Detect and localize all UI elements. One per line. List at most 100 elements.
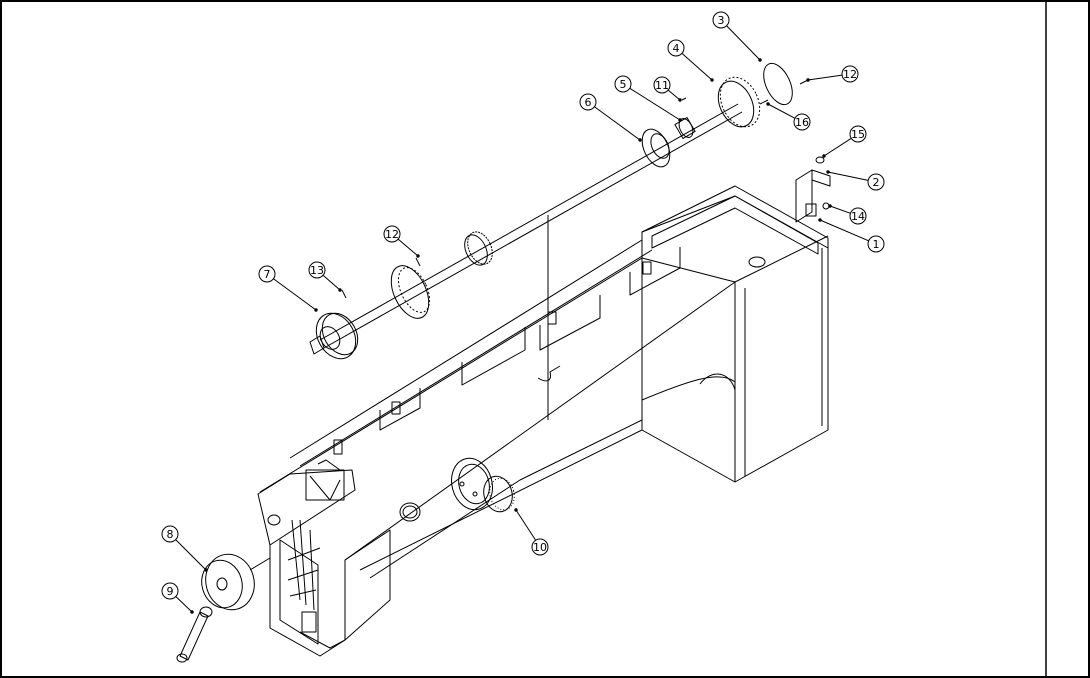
bracket-plate	[795, 169, 813, 223]
callout-leader-tip	[758, 58, 762, 62]
main-shaft-assembly	[309, 62, 809, 420]
eccentric-hole	[216, 577, 228, 591]
callout-leader	[667, 89, 681, 101]
callout-label: 4	[673, 42, 680, 55]
spur-gear-inner	[397, 267, 431, 313]
arm-rib	[537, 365, 561, 382]
callout-2: 2	[826, 170, 885, 191]
callout-leader-tip	[822, 154, 826, 158]
callout-label: 5	[620, 78, 627, 91]
callout-leader	[322, 274, 341, 291]
callout-leader-tip	[806, 78, 810, 82]
housing-top-rim	[641, 185, 829, 248]
callout-balloon	[579, 93, 597, 111]
eccentric-link	[249, 557, 271, 571]
arm-top-inner	[299, 249, 653, 467]
callout-leader-tip	[678, 118, 682, 122]
drawing	[176, 62, 831, 663]
head-pad	[301, 611, 317, 633]
callout-label: 14	[851, 210, 865, 223]
front-port	[399, 502, 421, 522]
callout-label: 11	[655, 79, 669, 92]
handwheel	[315, 312, 357, 360]
callout-12: 12	[383, 225, 420, 258]
shaft-top	[319, 103, 739, 341]
callout-label: 16	[795, 116, 809, 129]
partition-4	[629, 247, 681, 296]
arm-casting	[257, 185, 829, 657]
callout-balloon	[849, 125, 867, 143]
callout-10: 10	[514, 508, 549, 556]
callout-leader	[681, 52, 713, 81]
callout-leader-tip	[818, 218, 822, 222]
callout-label: 10	[533, 541, 547, 554]
bracket-bolt-15	[815, 156, 825, 164]
callout-leader	[515, 509, 537, 541]
callout-leader	[767, 103, 796, 119]
head-base	[299, 631, 346, 649]
screw-13	[341, 289, 347, 299]
callout-3: 3	[712, 11, 762, 62]
callout-12: 12	[806, 65, 859, 83]
handwheel-rim	[321, 312, 359, 356]
callout-6: 6	[579, 93, 642, 142]
callout-15: 15	[822, 125, 867, 158]
callout-balloon	[161, 582, 179, 600]
arm-top-edge	[289, 239, 643, 459]
timing-pulley	[717, 80, 755, 128]
partition-2	[461, 327, 526, 386]
callout-balloon	[308, 261, 326, 279]
callout-balloon	[867, 235, 885, 253]
arm-front-top	[344, 281, 736, 561]
screw-16	[759, 99, 769, 105]
bracket-flange	[811, 169, 831, 187]
callout-label: 6	[585, 96, 592, 109]
mechanism-block	[305, 469, 345, 501]
callout-label: 1	[873, 238, 880, 251]
callout-label: 13	[310, 264, 324, 277]
head-knob	[267, 514, 281, 526]
lever	[179, 611, 209, 661]
arm-front-bottom2	[369, 419, 643, 579]
callout-leader-tip	[190, 610, 194, 614]
bevel-gear-outer	[467, 231, 493, 265]
small-port	[472, 491, 478, 497]
callout-balloon	[667, 39, 685, 57]
callout-balloon	[258, 265, 276, 283]
flange	[763, 62, 793, 106]
bobbin-winder-assembly	[451, 457, 515, 513]
callout-label: 15	[851, 128, 865, 141]
callout-label: 12	[385, 228, 399, 241]
bearing-inner	[650, 133, 670, 159]
callout-leader	[175, 539, 207, 571]
partition-1	[379, 388, 421, 431]
callout-leader-tip	[204, 568, 208, 572]
callout-8: 8	[161, 525, 208, 572]
screw-12-gear	[415, 257, 421, 267]
callout-leader-tip	[416, 254, 420, 258]
partition-3	[539, 295, 601, 351]
callout-1: 1	[818, 218, 885, 253]
callout-balloon	[793, 113, 811, 131]
mechanism-1	[291, 519, 315, 611]
housing-side	[734, 235, 829, 283]
callout-balloon	[614, 75, 632, 93]
callout-balloon	[712, 11, 730, 29]
callout-balloon	[653, 76, 671, 94]
shaft-bottom	[323, 111, 743, 349]
head-side	[344, 529, 391, 641]
callout-balloon	[841, 65, 859, 83]
knob-knurl	[489, 477, 515, 511]
callout-balloon	[849, 207, 867, 225]
callout-leader	[827, 171, 869, 181]
callout-label: 7	[264, 268, 271, 281]
callout-leader-tip	[514, 508, 518, 512]
callout-leader	[175, 596, 193, 613]
callout-label: 9	[167, 585, 174, 598]
callout-leader-tip	[710, 78, 714, 82]
callout-balloon	[531, 538, 549, 556]
callout-7: 7	[258, 265, 318, 312]
